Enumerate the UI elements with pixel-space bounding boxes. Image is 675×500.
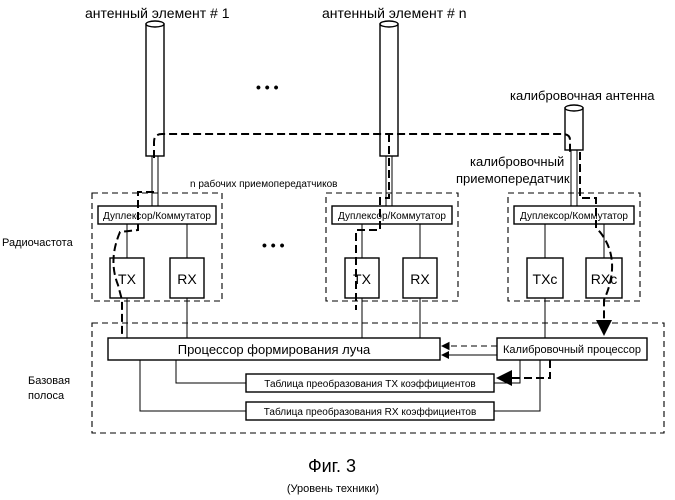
figure-subtitle: (Уровень техники) xyxy=(287,483,379,495)
calibration-transceiver-label-1: калибровочный xyxy=(470,154,564,169)
rxc-block-label: RXc xyxy=(591,271,617,287)
calibration-transceiver-label-2: приемопередатчик xyxy=(456,171,570,186)
figure-caption: Фиг. 3 xyxy=(308,456,356,476)
n-transceivers-label: n рабочих приемопередатчиков xyxy=(190,178,337,190)
radio-frequency-label: Радиочастота xyxy=(2,237,74,249)
txrx-to-processor-lines xyxy=(127,298,545,338)
tx-block-1-label: TX xyxy=(118,271,137,287)
rx-block-1-label: RX xyxy=(177,271,197,287)
ellipsis-top: • • • xyxy=(256,79,279,95)
txc-block-label: TXc xyxy=(533,271,558,287)
baseband-label-1: Базовая xyxy=(28,375,70,387)
rx-block-n-label: RX xyxy=(410,271,430,287)
calibration-processor-label: Калибровочный процессор xyxy=(503,344,641,356)
duplexer-cal-label: Дуплексор/Коммутатор xyxy=(520,211,628,222)
baseband-label-2: полоса xyxy=(28,390,65,402)
beam-forming-processor-label: Процессор формирования луча xyxy=(178,342,371,357)
calibration-antenna-label: калибровочная антенна xyxy=(510,88,655,103)
calibration-path-to-tx-table xyxy=(498,360,550,378)
calibration-path-rxc xyxy=(580,152,612,334)
duplexer-1-label: Дуплексор/Коммутатор xyxy=(103,211,211,222)
tx-coefficient-table-label: Таблица преобразования TX коэффициентов xyxy=(264,378,475,390)
calibration-antenna xyxy=(565,105,583,150)
duplexer-n-label: Дуплексор/Коммутатор xyxy=(338,211,446,222)
rx-coefficient-table-label: Таблица преобразования RX коэффициентов xyxy=(264,406,477,418)
antenna-1-label: антенный элемент # 1 xyxy=(85,5,230,21)
antenna-element-1 xyxy=(146,21,164,156)
ellipsis-middle: • • • xyxy=(262,237,285,253)
antenna-n-label: антенный элемент # n xyxy=(322,5,467,21)
duplexer-to-txrx-lines xyxy=(127,224,604,258)
